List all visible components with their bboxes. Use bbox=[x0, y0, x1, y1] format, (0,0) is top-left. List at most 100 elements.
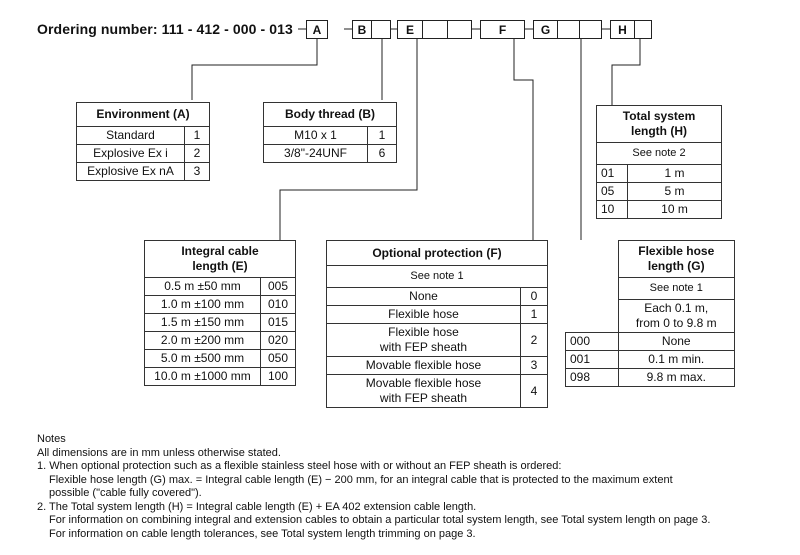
optional-protection-label-line2: with FEP sheath bbox=[379, 391, 468, 405]
optional-protection-title: Optional protection (F) bbox=[326, 240, 548, 266]
total-system-title-line1: Total system bbox=[622, 109, 696, 123]
ordering-base-number: 111 - 412 - 000 - 013 bbox=[161, 21, 293, 37]
flexible-hose-note: See note 1 bbox=[617, 277, 735, 300]
body-thread-code: 1 bbox=[367, 126, 397, 145]
table-row: 000 None bbox=[565, 332, 735, 351]
body-thread-title: Body thread (B) bbox=[263, 102, 397, 127]
environment-label: Standard bbox=[76, 126, 185, 145]
integral-cable-label: 5.0 m ±500 mm bbox=[144, 349, 261, 368]
notes-heading: Notes bbox=[37, 433, 66, 445]
integral-cable-label: 1.0 m ±100 mm bbox=[144, 295, 261, 314]
total-system-length-table: Total system length (H) See note 2 01 1 … bbox=[596, 105, 722, 219]
code-box-e2 bbox=[422, 20, 448, 39]
code-box-h2 bbox=[634, 20, 652, 39]
optional-protection-label: None bbox=[326, 287, 521, 306]
code-box-e: E bbox=[397, 20, 423, 39]
table-row: Flexible hose 1 bbox=[326, 305, 548, 324]
code-box-f: F bbox=[480, 20, 525, 39]
table-row: 2.0 m ±200 mm 020 bbox=[144, 331, 296, 350]
notes-line: Flexible hose length (G) max. = Integral… bbox=[49, 473, 673, 486]
total-system-code: 01 bbox=[596, 164, 628, 183]
environment-table: Environment (A) Standard 1 Explosive Ex … bbox=[76, 102, 210, 181]
flexible-hose-title-line2: length (G) bbox=[647, 259, 705, 273]
table-row: None 0 bbox=[326, 287, 548, 306]
flexible-hose-title-line1: Flexible hose bbox=[638, 244, 715, 258]
flexible-hose-table-body: Flexible hose length (G) See note 1 Each… bbox=[565, 240, 735, 387]
integral-cable-title-line1: Integral cable bbox=[181, 244, 259, 258]
optional-protection-label: Flexible hose bbox=[326, 305, 521, 324]
table-row: 5.0 m ±500 mm 050 bbox=[144, 349, 296, 368]
integral-cable-code: 005 bbox=[260, 277, 296, 296]
table-row: Explosive Ex nA 3 bbox=[76, 162, 210, 181]
integral-cable-label: 2.0 m ±200 mm bbox=[144, 331, 261, 350]
integral-cable-code: 020 bbox=[260, 331, 296, 350]
flexible-hose-code: 000 bbox=[565, 332, 619, 351]
table-row: 1.5 m ±150 mm 015 bbox=[144, 313, 296, 332]
notes-line: possible ("cable fully covered"). bbox=[49, 487, 202, 499]
table-row: 001 0.1 m min. bbox=[565, 350, 735, 369]
flexible-hose-label: 9.8 m max. bbox=[617, 368, 735, 387]
table-row: M10 x 1 1 bbox=[263, 126, 397, 145]
table-row: 10 10 m bbox=[596, 200, 722, 219]
total-system-title-line2: length (H) bbox=[631, 124, 687, 138]
total-system-code: 10 bbox=[596, 200, 628, 219]
body-thread-label: 3/8"-24UNF bbox=[263, 144, 368, 163]
integral-cable-label: 1.5 m ±150 mm bbox=[144, 313, 261, 332]
flexible-hose-desc-line1: Each 0.1 m, bbox=[644, 301, 709, 315]
environment-code: 2 bbox=[184, 144, 210, 163]
notes-line: All dimensions are in mm unless otherwis… bbox=[37, 446, 281, 459]
table-row: 098 9.8 m max. bbox=[565, 368, 735, 387]
optional-protection-code: 4 bbox=[520, 374, 548, 408]
table-row: 0.5 m ±50 mm 005 bbox=[144, 277, 296, 296]
flexible-hose-label: None bbox=[617, 332, 735, 351]
table-row: Explosive Ex i 2 bbox=[76, 144, 210, 163]
notes-line: For information on cable length toleranc… bbox=[49, 527, 476, 540]
flexible-hose-code: 001 bbox=[565, 350, 619, 369]
code-box-a: A bbox=[306, 20, 328, 39]
code-box-g: G bbox=[533, 20, 558, 39]
body-thread-label: M10 x 1 bbox=[263, 126, 368, 145]
table-row: 3/8"-24UNF 6 bbox=[263, 144, 397, 163]
integral-cable-label: 10.0 m ±1000 mm bbox=[144, 367, 261, 386]
notes-section: Notes All dimensions are in mm unless ot… bbox=[37, 433, 710, 541]
integral-cable-code: 015 bbox=[260, 313, 296, 332]
table-row: 01 1 m bbox=[596, 164, 722, 183]
environment-code: 3 bbox=[184, 162, 210, 181]
code-box-b2 bbox=[371, 20, 391, 39]
total-system-note: See note 2 bbox=[596, 142, 722, 165]
flexible-hose-title-cell: Flexible hose length (G) bbox=[617, 240, 735, 278]
flexible-hose-code: 098 bbox=[565, 368, 619, 387]
integral-cable-title-line2: length (E) bbox=[192, 259, 248, 273]
code-box-e3 bbox=[447, 20, 472, 39]
table-row: Flexible hose with FEP sheath 2 bbox=[326, 323, 548, 357]
ordering-label: Ordering number: bbox=[37, 21, 158, 37]
total-system-label: 10 m bbox=[627, 200, 722, 219]
flexible-hose-label: 0.1 m min. bbox=[617, 350, 735, 369]
optional-protection-label: Flexible hose with FEP sheath bbox=[326, 323, 521, 357]
flexible-hose-desc-line2: from 0 to 9.8 m bbox=[635, 316, 717, 330]
flexible-hose-description: Each 0.1 m, from 0 to 9.8 m bbox=[617, 299, 735, 333]
environment-label: Explosive Ex i bbox=[76, 144, 185, 163]
integral-cable-code: 100 bbox=[260, 367, 296, 386]
table-row: Movable flexible hose 3 bbox=[326, 356, 548, 375]
body-thread-table: Body thread (B) M10 x 1 1 3/8"-24UNF 6 bbox=[263, 102, 397, 163]
ordering-number-title: Ordering number: 111 - 412 - 000 - 013 bbox=[37, 21, 293, 37]
table-row: Standard 1 bbox=[76, 126, 210, 145]
environment-code: 1 bbox=[184, 126, 210, 145]
table-row: 05 5 m bbox=[596, 182, 722, 201]
environment-label: Explosive Ex nA bbox=[76, 162, 185, 181]
optional-protection-note: See note 1 bbox=[326, 265, 548, 288]
table-row: 10.0 m ±1000 mm 100 bbox=[144, 367, 296, 386]
total-system-label: 5 m bbox=[627, 182, 722, 201]
optional-protection-code: 0 bbox=[520, 287, 548, 306]
notes-line: 1. When optional protection such as a fl… bbox=[37, 460, 562, 472]
environment-title: Environment (A) bbox=[76, 102, 210, 127]
integral-cable-code: 010 bbox=[260, 295, 296, 314]
optional-protection-code: 1 bbox=[520, 305, 548, 324]
optional-protection-label: Movable flexible hose with FEP sheath bbox=[326, 374, 521, 408]
optional-protection-table: Optional protection (F) See note 1 None … bbox=[326, 240, 548, 408]
total-system-label: 1 m bbox=[627, 164, 722, 183]
notes-line: For information on combining integral an… bbox=[49, 514, 711, 526]
optional-protection-code: 2 bbox=[520, 323, 548, 357]
integral-cable-title: Integral cable length (E) bbox=[144, 240, 296, 278]
